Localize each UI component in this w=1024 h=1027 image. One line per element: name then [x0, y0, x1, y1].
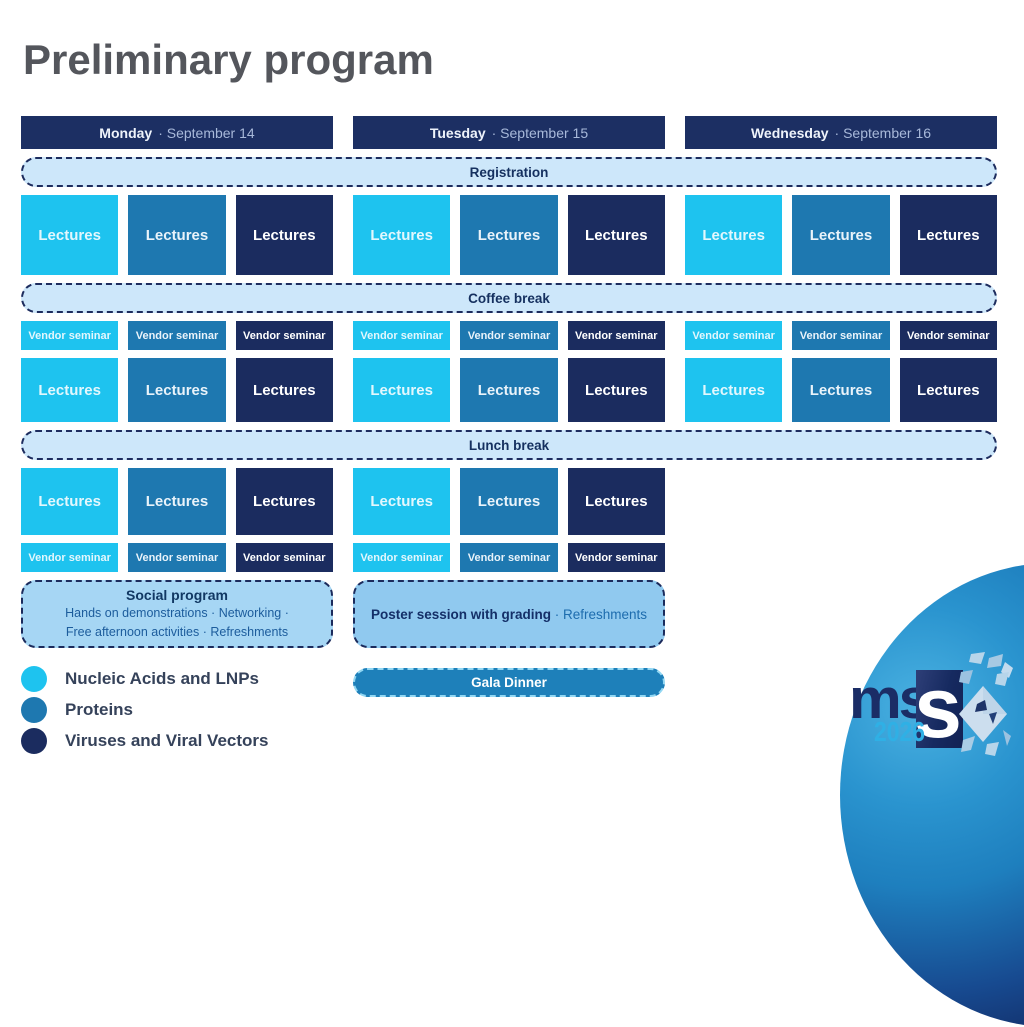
lecture-block: Lectures — [685, 358, 783, 422]
vendor-seminar-block: Vendor seminar — [235, 543, 333, 572]
legend-dot — [21, 666, 47, 692]
vendor-seminar-block: Vendor seminar — [899, 321, 997, 350]
day-header-wednesday: Wednesday · September 16 — [685, 116, 997, 149]
social-program-line2: Free afternoon activities · Refreshments — [65, 625, 289, 639]
legend-label: Viruses and Viral Vectors — [65, 731, 269, 750]
lectures-row1-tuesday: Lectures Lectures Lectures — [353, 195, 665, 275]
lectures-row1-monday: Lectures Lectures Lectures — [21, 195, 333, 275]
legend-item-viruses: Viruses and Viral Vectors — [21, 728, 333, 754]
lectures-row3-tuesday: Lectures Lectures Lectures — [353, 468, 665, 535]
day-header-monday: Monday · September 14 — [21, 116, 333, 149]
vendor-seminar-block: Vendor seminar — [567, 321, 665, 350]
lecture-block: Lectures — [235, 195, 333, 275]
lecture-block: Lectures — [128, 358, 226, 422]
lecture-block: Lectures — [353, 358, 451, 422]
lecture-block: Lectures — [21, 195, 119, 275]
gala-dinner-bar: Gala Dinner — [353, 668, 665, 697]
lecture-block: Lectures — [792, 195, 890, 275]
vendor-seminar-block: Vendor seminar — [21, 321, 119, 350]
vendor-seminar-block: Vendor seminar — [460, 321, 558, 350]
day-header-tuesday: Tuesday · September 15 — [353, 116, 665, 149]
vendor-seminar-block: Vendor seminar — [685, 321, 783, 350]
vendor-row1-monday: Vendor seminar Vendor seminar Vendor sem… — [21, 321, 333, 350]
legend-item-nucleic-acids: Nucleic Acids and LNPs — [21, 666, 333, 692]
legend-label: Proteins — [65, 700, 134, 719]
vendor-seminar-block: Vendor seminar — [353, 321, 451, 350]
lecture-block: Lectures — [567, 468, 665, 535]
vendor-seminar-block: Vendor seminar — [128, 321, 226, 350]
lecture-block: Lectures — [235, 468, 333, 535]
page-title: Preliminary program — [23, 36, 434, 83]
lectures-row1-wednesday: Lectures Lectures Lectures — [685, 195, 997, 275]
legend-label: Nucleic Acids and LNPs — [65, 669, 259, 688]
social-program-box: Social program Hands on demonstrations ·… — [21, 580, 333, 648]
day-name: Wednesday — [750, 124, 829, 141]
lectures-row2-tuesday: Lectures Lectures Lectures — [353, 358, 665, 422]
lecture-block: Lectures — [21, 358, 119, 422]
lecture-block: Lectures — [128, 468, 226, 535]
lectures-row2-monday: Lectures Lectures Lectures — [21, 358, 333, 422]
program-grid: Monday · September 14 Tuesday · Septembe… — [21, 116, 997, 756]
vendor-seminar-block: Vendor seminar — [235, 321, 333, 350]
vendor-row1-tuesday: Vendor seminar Vendor seminar Vendor sem… — [353, 321, 665, 350]
lecture-block: Lectures — [353, 195, 451, 275]
social-program-line1: Hands on demonstrations · Networking · — [65, 606, 289, 621]
lunch-break-bar: Lunch break — [21, 430, 997, 460]
vendor-seminar-block: Vendor seminar — [460, 543, 558, 572]
day-date: · September 16 — [834, 124, 932, 141]
track-legend: Nucleic Acids and LNPs Proteins Viruses … — [21, 656, 333, 756]
legend-item-proteins: Proteins — [21, 697, 333, 723]
lecture-block: Lectures — [460, 468, 558, 535]
lecture-block: Lectures — [460, 358, 558, 422]
lecture-block: Lectures — [685, 195, 783, 275]
vendor-seminar-block: Vendor seminar — [353, 543, 451, 572]
lecture-block: Lectures — [567, 195, 665, 275]
lectures-row3-monday: Lectures Lectures Lectures — [21, 468, 333, 535]
gala-dinner-wrap: Gala Dinner — [353, 656, 665, 756]
legend-dot — [21, 697, 47, 723]
coffee-break-bar: Coffee break — [21, 283, 997, 313]
lectures-row2-wednesday: Lectures Lectures Lectures — [685, 358, 997, 422]
vendor-row1-wednesday: Vendor seminar Vendor seminar Vendor sem… — [685, 321, 997, 350]
poster-session-title: Poster session with grading — [370, 606, 551, 622]
day-name: Tuesday — [429, 124, 486, 141]
day-date: · September 15 — [491, 124, 589, 141]
legend-dot — [21, 728, 47, 754]
vendor-row2-tuesday: Vendor seminar Vendor seminar Vendor sem… — [353, 543, 665, 572]
lecture-block: Lectures — [353, 468, 451, 535]
day-name: Monday — [99, 124, 153, 141]
poster-session-box: Poster session with grading · Refreshmen… — [353, 580, 665, 648]
vendor-seminar-block: Vendor seminar — [21, 543, 119, 572]
poster-session-suffix: · Refreshments — [551, 606, 648, 622]
lecture-block: Lectures — [128, 195, 226, 275]
lecture-block: Lectures — [567, 358, 665, 422]
vendor-seminar-block: Vendor seminar — [128, 543, 226, 572]
social-program-title: Social program — [126, 587, 228, 604]
vendor-row2-monday: Vendor seminar Vendor seminar Vendor sem… — [21, 543, 333, 572]
registration-bar: Registration — [21, 157, 997, 187]
vendor-seminar-block: Vendor seminar — [792, 321, 890, 350]
lecture-block: Lectures — [460, 195, 558, 275]
day-date: · September 14 — [158, 124, 255, 141]
lecture-block: Lectures — [899, 358, 997, 422]
lecture-block: Lectures — [899, 195, 997, 275]
lecture-block: Lectures — [792, 358, 890, 422]
lecture-block: Lectures — [21, 468, 119, 535]
vendor-seminar-block: Vendor seminar — [567, 543, 665, 572]
lecture-block: Lectures — [235, 358, 333, 422]
